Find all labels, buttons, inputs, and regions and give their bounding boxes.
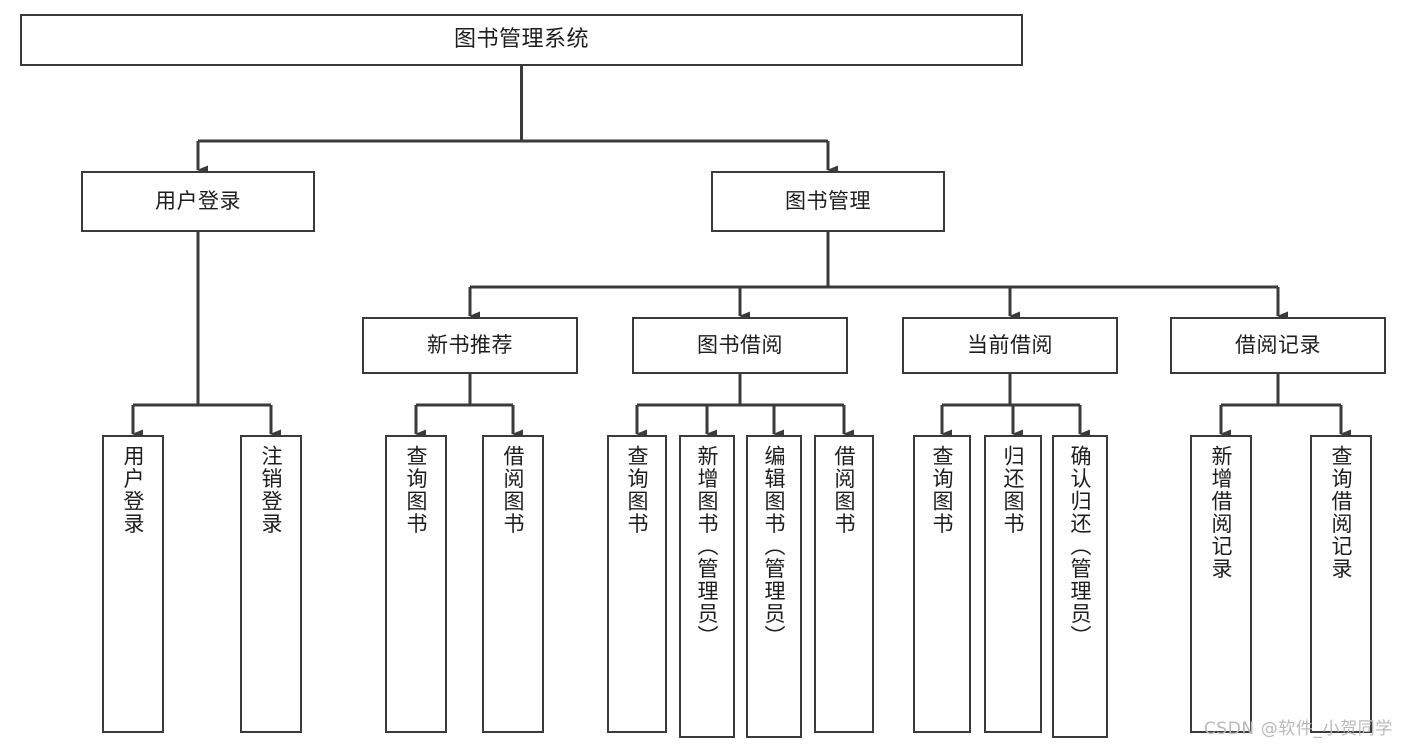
- node-leaf-borrow-book-1[interactable]: 借阅图书: [482, 435, 544, 733]
- watermark: CSDN @软件_小贺同学: [1203, 719, 1393, 739]
- node-label: 查询借阅记录: [1329, 445, 1354, 580]
- node-label: 确认归还（管理员）: [1068, 445, 1093, 648]
- node-label: 注销登录: [259, 445, 284, 535]
- node-label: 用户登录: [155, 188, 241, 213]
- node-label: 新书推荐: [427, 332, 513, 357]
- node-label: 查询图书: [930, 445, 955, 535]
- node-leaf-query-book-2[interactable]: 查询图书: [607, 435, 667, 733]
- node-current-borrow[interactable]: 当前借阅: [902, 317, 1118, 374]
- node-label: 借阅图书: [832, 445, 857, 535]
- node-leaf-confirm-return[interactable]: 确认归还（管理员）: [1052, 435, 1108, 738]
- node-label: 当前借阅: [967, 332, 1053, 357]
- node-leaf-logout[interactable]: 注销登录: [240, 435, 302, 733]
- node-label: 借阅记录: [1235, 332, 1321, 357]
- node-label: 用户登录: [121, 445, 146, 535]
- node-leaf-add-book[interactable]: 新增图书（管理员）: [679, 435, 735, 738]
- node-leaf-query-book-1[interactable]: 查询图书: [385, 435, 447, 733]
- node-book-management-system[interactable]: 图书管理系统: [20, 14, 1023, 66]
- node-book-borrow[interactable]: 图书借阅: [632, 317, 848, 374]
- node-leaf-user-login[interactable]: 用户登录: [102, 435, 164, 733]
- node-leaf-query-book-3[interactable]: 查询图书: [913, 435, 971, 733]
- node-leaf-return-book[interactable]: 归还图书: [984, 435, 1042, 733]
- node-label: 查询图书: [625, 445, 650, 535]
- node-label: 图书管理: [785, 188, 871, 213]
- node-label: 归还图书: [1001, 445, 1026, 535]
- node-borrow-record[interactable]: 借阅记录: [1170, 317, 1386, 374]
- node-label: 查询图书: [404, 445, 429, 535]
- node-new-book-recommend[interactable]: 新书推荐: [362, 317, 578, 374]
- node-leaf-edit-book[interactable]: 编辑图书（管理员）: [746, 435, 802, 738]
- node-label: 图书借阅: [697, 332, 783, 357]
- node-leaf-borrow-book-2[interactable]: 借阅图书: [814, 435, 874, 733]
- node-user-login[interactable]: 用户登录: [81, 171, 315, 232]
- node-book-management[interactable]: 图书管理: [711, 171, 945, 232]
- node-leaf-add-record[interactable]: 新增借阅记录: [1190, 435, 1252, 733]
- node-label: 借阅图书: [501, 445, 526, 535]
- node-label: 新增借阅记录: [1209, 445, 1234, 580]
- node-leaf-query-record[interactable]: 查询借阅记录: [1310, 435, 1372, 733]
- node-label: 编辑图书（管理员）: [762, 445, 787, 648]
- node-label: 新增图书（管理员）: [695, 445, 720, 648]
- node-label: 图书管理系统: [453, 26, 589, 52]
